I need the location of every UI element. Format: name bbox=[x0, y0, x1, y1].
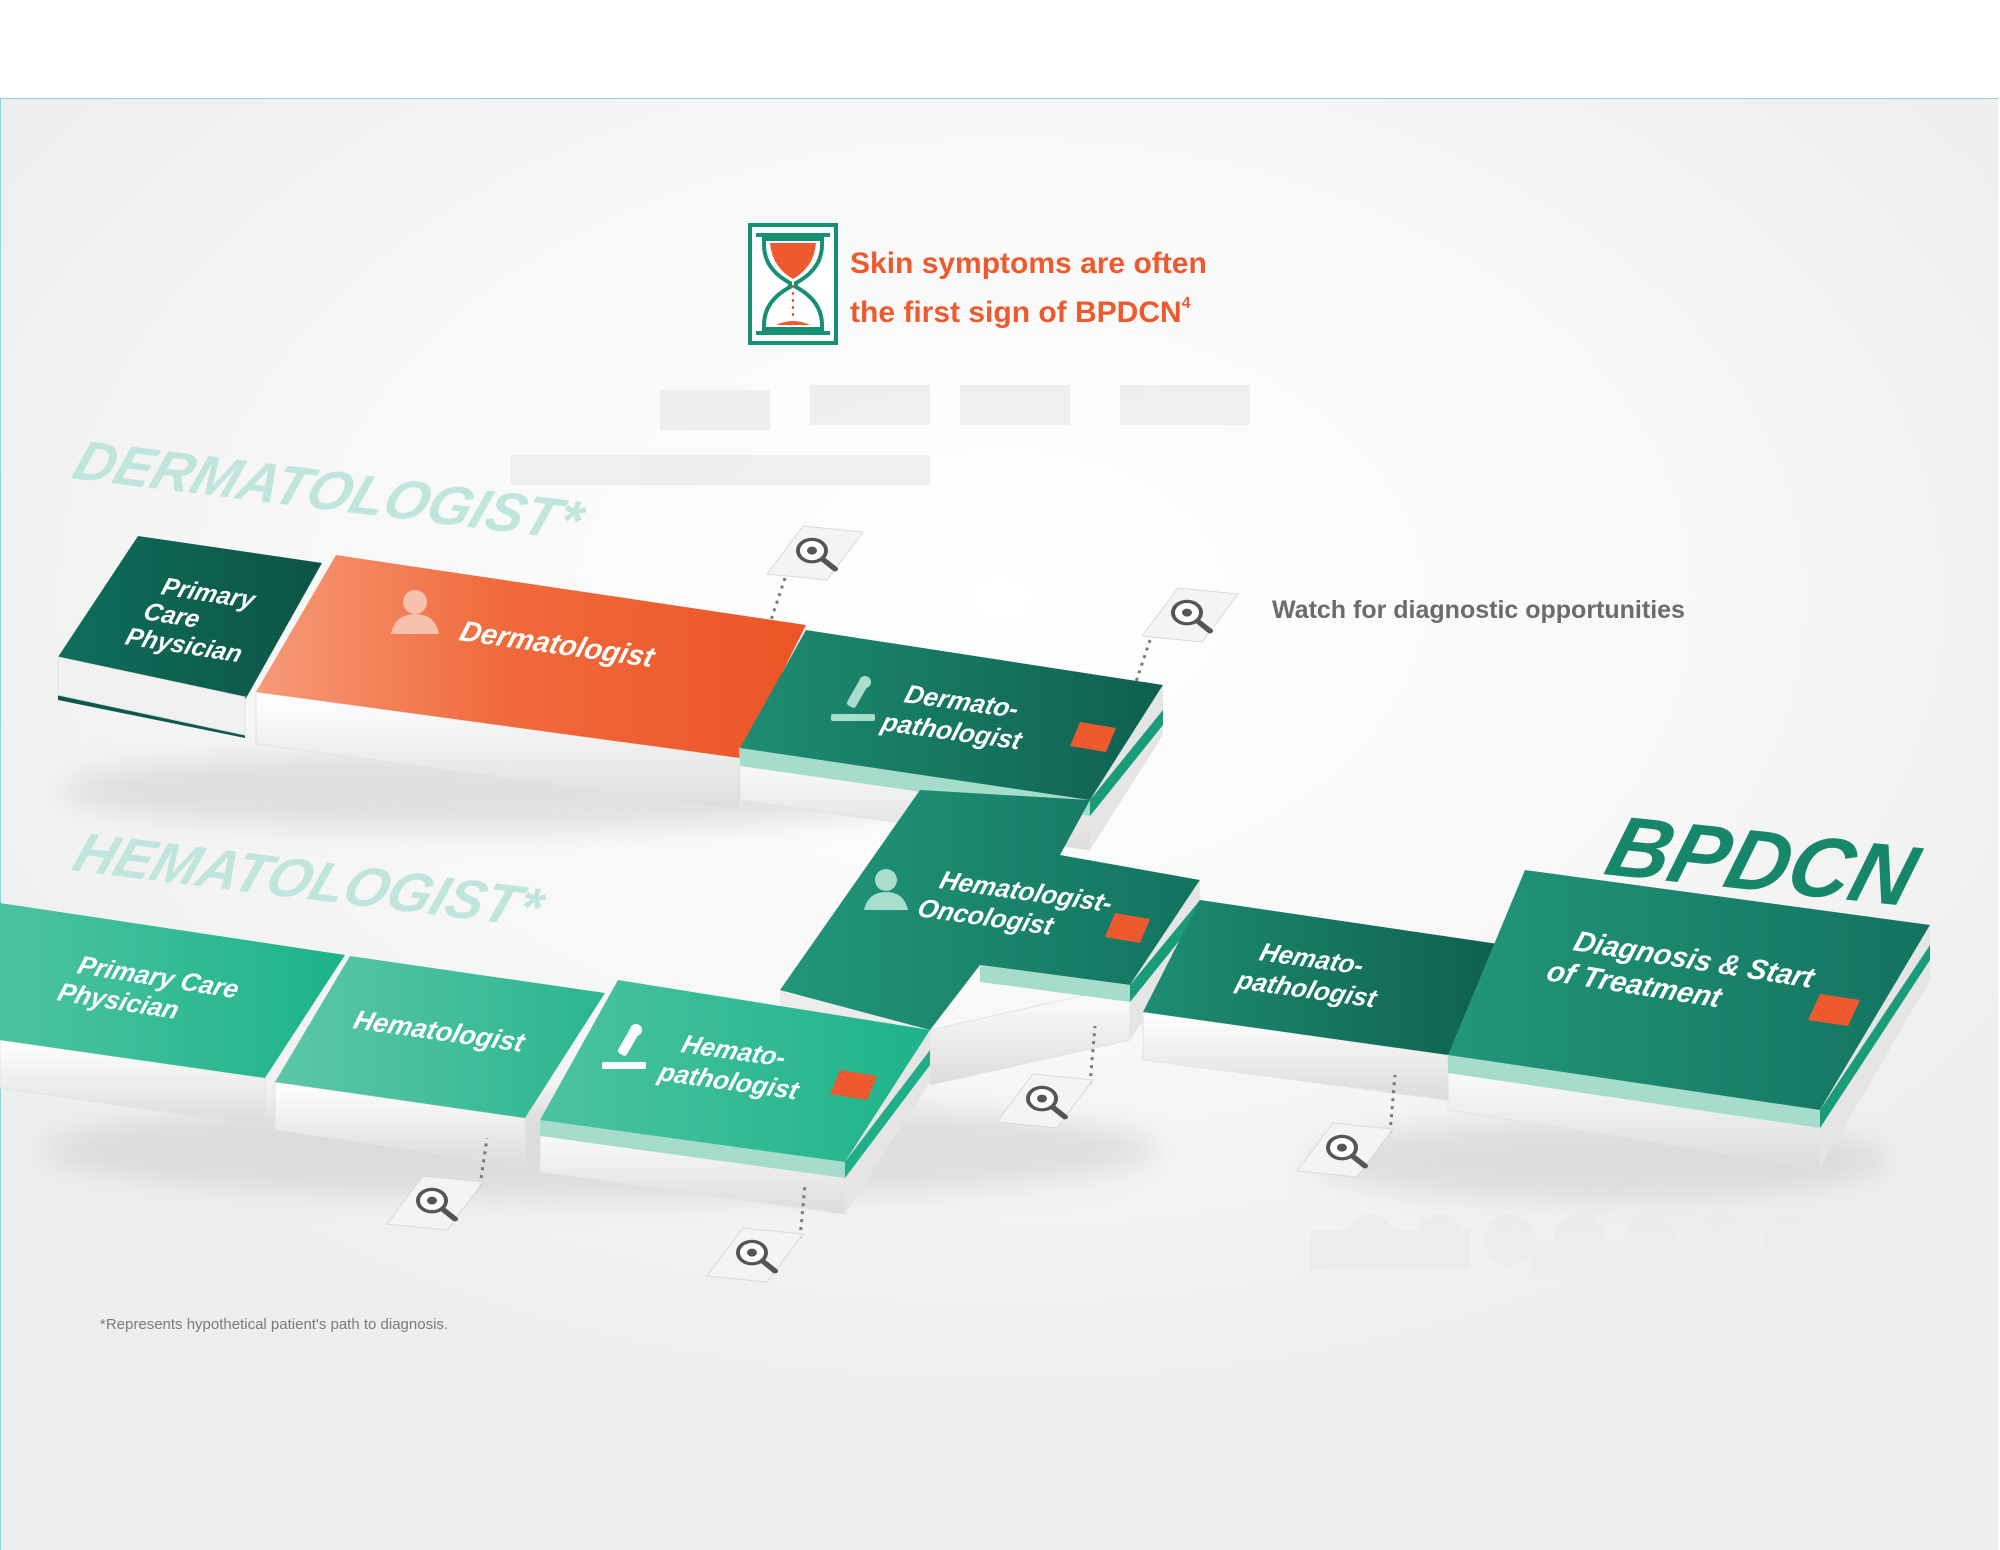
magnifier-markers bbox=[386, 525, 1397, 1283]
marker-dermpath bbox=[1070, 722, 1116, 752]
background-pattern bbox=[510, 385, 1886, 1440]
magnifier-badge-4 bbox=[706, 1184, 807, 1283]
magnifier-icon bbox=[736, 1239, 778, 1274]
tile-hematopathologist-2[interactable]: Hemato- pathologist bbox=[1142, 900, 1505, 1101]
marker-diagnosis bbox=[1808, 994, 1860, 1026]
callout-reference: 4 bbox=[1181, 295, 1191, 312]
legend-watch-text: Watch for diagnostic opportunities bbox=[1272, 596, 1685, 624]
tile-hematologist-oncologist[interactable]: Hematologist- Oncologist bbox=[780, 790, 1200, 1086]
tile-derm-pcp[interactable]: Primary Care Physician bbox=[57, 536, 322, 738]
microscope-icon bbox=[602, 1024, 646, 1069]
callout-line-2-text: the first sign of BPDCN bbox=[850, 296, 1182, 329]
magnifier-icon bbox=[416, 1187, 458, 1222]
marker-hemapath-1 bbox=[830, 1070, 877, 1100]
magnifier-badge-2 bbox=[1133, 587, 1239, 686]
magnifier-badge-6 bbox=[1296, 1074, 1397, 1178]
magnifier-badge-5 bbox=[996, 1025, 1097, 1129]
magnifier-icon bbox=[796, 537, 838, 572]
row-title-dermatologist: DERMATOLOGIST* bbox=[66, 429, 594, 551]
tile-hema-pcp[interactable]: Primary Care Physician bbox=[0, 903, 345, 1127]
doctor-icon bbox=[864, 869, 908, 910]
footnote: *Represents hypothetical patient's path … bbox=[100, 1316, 449, 1333]
tile-hematologist[interactable]: Hematologist bbox=[274, 956, 605, 1167]
microscope-icon bbox=[831, 676, 875, 721]
callout-line-1: Skin symptoms are often bbox=[850, 247, 1207, 280]
callout-line-2: the first sign of BPDCN4 bbox=[850, 284, 1270, 333]
row-title-hematologist: HEMATOLOGIST* bbox=[66, 821, 554, 939]
callout-text: Skin symptoms are often the first sign o… bbox=[850, 244, 1270, 333]
magnifier-icon bbox=[1326, 1134, 1368, 1169]
marker-oncologist bbox=[1105, 913, 1150, 943]
magnifier-badge-1 bbox=[766, 525, 864, 624]
doctor-icon bbox=[391, 590, 439, 634]
magnifier-icon bbox=[1171, 599, 1213, 634]
magnifier-badge-3 bbox=[386, 1137, 489, 1231]
magnifier-icon bbox=[1026, 1085, 1068, 1120]
hourglass-icon bbox=[748, 223, 838, 345]
tile-diagnosis[interactable]: Diagnosis & Start of Treatment bbox=[1447, 870, 1930, 1169]
tile-hematopathologist-1[interactable]: Hemato- pathologist bbox=[539, 980, 930, 1215]
